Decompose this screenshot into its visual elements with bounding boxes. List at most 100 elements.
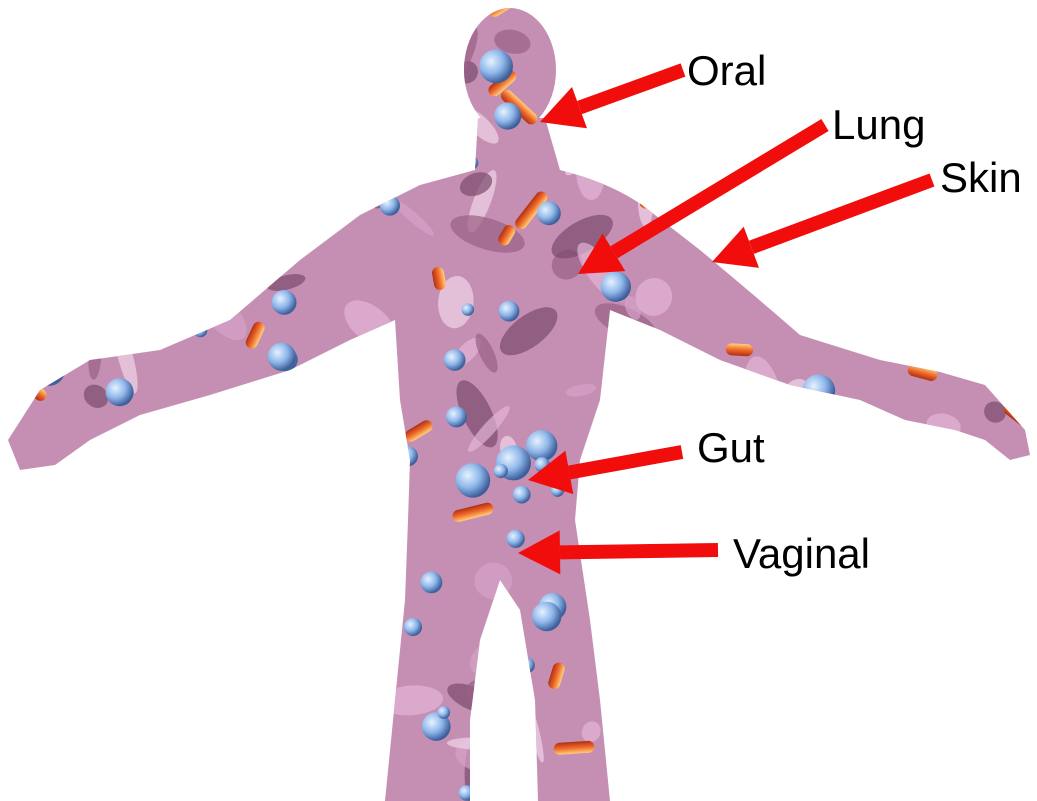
coccus-bacterium xyxy=(834,775,865,801)
arrow-oral xyxy=(540,70,683,128)
coccus-bacterium xyxy=(360,111,396,147)
tissue-texture xyxy=(772,268,812,294)
coccus-bacterium xyxy=(462,303,474,315)
tissue-texture xyxy=(6,149,49,191)
tissue-texture xyxy=(775,485,823,534)
tissue-texture xyxy=(218,555,279,601)
rod-bacterium xyxy=(57,604,97,628)
rod-bacterium xyxy=(9,652,38,680)
tissue-texture xyxy=(103,223,146,274)
coccus-bacterium xyxy=(33,354,65,386)
tissue-texture xyxy=(241,588,319,640)
tissue-texture xyxy=(916,74,983,114)
rod-bacterium xyxy=(986,110,1023,140)
tissue-texture xyxy=(67,227,116,261)
tissue-texture xyxy=(64,723,102,760)
tissue-texture xyxy=(59,468,140,552)
arrow-skin xyxy=(712,180,932,268)
tissue-texture xyxy=(93,700,157,740)
coccus-bacterium xyxy=(398,446,418,466)
tissue-texture xyxy=(337,504,398,550)
coccus-bacterium xyxy=(106,378,134,406)
tissue-texture xyxy=(122,548,141,620)
rod-bacterium xyxy=(1016,318,1037,366)
rod-bacterium xyxy=(719,596,732,630)
coccus-bacterium xyxy=(600,609,619,628)
rod-bacterium xyxy=(1006,360,1030,380)
arrow-gut-shaft xyxy=(569,452,682,473)
tissue-texture xyxy=(133,0,213,35)
coccus-bacterium xyxy=(379,400,397,418)
rod-bacterium xyxy=(933,630,947,653)
coccus-bacterium xyxy=(507,530,525,548)
tissue-texture xyxy=(989,697,1019,734)
coccus-bacterium xyxy=(312,369,330,387)
rod-bacterium xyxy=(148,676,170,710)
tissue-texture xyxy=(964,0,1007,20)
rod-bacterium xyxy=(359,751,386,783)
coccus-bacterium xyxy=(802,374,835,407)
rod-bacterium xyxy=(930,591,956,616)
rod-bacterium xyxy=(994,674,1017,694)
tissue-texture xyxy=(851,739,891,789)
label-lung: Lung xyxy=(832,104,925,146)
coccus-bacterium xyxy=(459,785,475,801)
arrow-vaginal-shaft xyxy=(560,550,718,552)
coccus-bacterium xyxy=(577,6,598,27)
rod-bacterium xyxy=(319,720,345,747)
coccus-bacterium xyxy=(372,576,394,598)
rod-bacterium xyxy=(666,155,683,204)
coccus-bacterium xyxy=(770,262,797,289)
rod-bacterium xyxy=(415,0,452,24)
coccus-bacterium xyxy=(487,616,507,636)
tissue-texture xyxy=(54,0,116,44)
rod-bacterium xyxy=(149,471,174,487)
coccus-bacterium xyxy=(890,427,914,451)
tissue-texture xyxy=(70,44,103,65)
tissue-texture xyxy=(275,468,327,523)
tissue-texture xyxy=(152,607,201,668)
rod-bacterium xyxy=(58,466,80,512)
coccus-bacterium xyxy=(446,406,467,427)
coccus-bacterium xyxy=(284,70,317,103)
tissue-texture xyxy=(788,701,844,765)
tissue-texture xyxy=(78,698,135,777)
tissue-texture xyxy=(0,366,14,414)
rod-bacterium xyxy=(809,417,849,457)
rod-bacterium xyxy=(811,0,834,34)
rod-bacterium xyxy=(1006,576,1037,620)
coccus-bacterium xyxy=(532,602,561,631)
coccus-bacterium xyxy=(271,0,287,9)
tissue-texture xyxy=(0,603,44,656)
rod-bacterium xyxy=(13,260,27,285)
coccus-bacterium xyxy=(966,229,996,259)
coccus-bacterium xyxy=(947,290,981,324)
tissue-texture xyxy=(127,584,163,621)
coccus-bacterium xyxy=(891,689,913,711)
coccus-bacterium xyxy=(114,607,139,632)
tissue-texture xyxy=(951,205,1018,281)
rod-bacterium xyxy=(66,80,93,96)
arrow-oral-shaft xyxy=(580,70,684,108)
tissue-texture xyxy=(25,265,81,325)
tissue-texture xyxy=(0,578,34,634)
tissue-texture xyxy=(326,8,360,36)
arrow-vaginal xyxy=(518,530,718,574)
coccus-bacterium xyxy=(51,9,81,39)
coccus-bacterium xyxy=(627,58,647,78)
coccus-bacterium xyxy=(479,49,513,83)
tissue-texture xyxy=(114,207,178,268)
rod-bacterium xyxy=(638,169,669,211)
coccus-bacterium xyxy=(313,46,326,59)
coccus-bacterium xyxy=(1017,737,1037,761)
tissue-texture xyxy=(86,682,125,717)
coccus-bacterium xyxy=(706,610,739,643)
coccus-bacterium xyxy=(595,17,620,42)
tissue-texture xyxy=(110,277,147,349)
rod-bacterium xyxy=(123,287,160,327)
coccus-bacterium xyxy=(704,661,730,687)
coccus-bacterium xyxy=(664,390,697,423)
coccus-bacterium xyxy=(496,626,518,648)
rod-bacterium xyxy=(870,17,893,33)
rod-bacterium xyxy=(191,734,226,767)
